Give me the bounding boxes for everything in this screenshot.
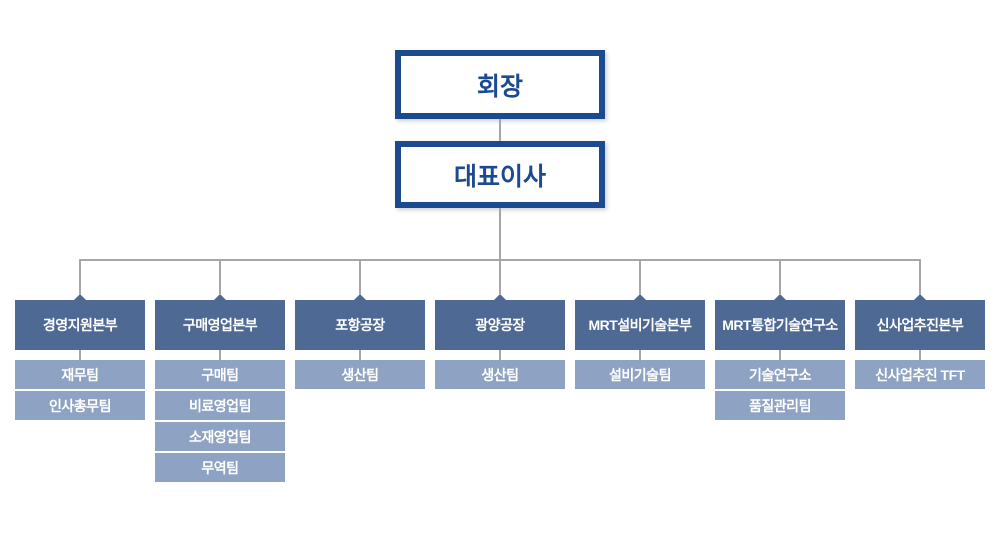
connector-line <box>359 350 361 360</box>
department-label: 구매영업본부 <box>182 317 258 333</box>
team-label: 기술연구소 <box>749 366 811 383</box>
team-label: 인사총무팀 <box>49 397 111 414</box>
team-node[interactable]: 인사총무팀 <box>15 391 145 420</box>
connector-line <box>219 260 221 294</box>
department-node[interactable]: 구매영업본부 <box>155 294 285 350</box>
team-label: 품질관리팀 <box>749 397 811 414</box>
department-notch-icon <box>74 294 86 300</box>
team-node[interactable]: 비료영업팀 <box>155 391 285 420</box>
team-node[interactable]: 생산팀 <box>435 360 565 389</box>
department-label: 광양공장 <box>475 317 525 333</box>
team-label: 신사업추진 TFT <box>875 366 965 383</box>
connector-line <box>79 260 81 294</box>
team-node[interactable]: 생산팀 <box>295 360 425 389</box>
department-label: 신사업추진본부 <box>876 317 964 333</box>
connector-line <box>79 350 81 360</box>
department-notch-icon <box>494 294 506 300</box>
department-notch-icon <box>214 294 226 300</box>
chairman-label: 회장 <box>476 72 523 101</box>
connector-line <box>779 350 781 360</box>
department-label: 경영지원본부 <box>42 317 118 333</box>
ceo-node[interactable]: 대표이사 <box>395 141 605 208</box>
department-node[interactable]: 경영지원본부 <box>15 294 145 350</box>
team-node[interactable]: 소재영업팀 <box>155 422 285 451</box>
team-label: 생산팀 <box>341 366 379 383</box>
department-notch-icon <box>914 294 926 300</box>
connector-line <box>219 350 221 360</box>
department-notch-icon <box>634 294 646 300</box>
connector-line <box>919 350 921 360</box>
connector-line <box>779 260 781 294</box>
team-label: 설비기술팀 <box>609 366 671 383</box>
connector-line <box>639 350 641 360</box>
connector-line <box>919 260 921 294</box>
connector-line <box>359 260 361 294</box>
team-label: 무역팀 <box>201 459 239 476</box>
connector-line <box>639 260 641 294</box>
department-node[interactable]: 포항공장 <box>295 294 425 350</box>
team-node[interactable]: 재무팀 <box>15 360 145 389</box>
connector-line <box>499 119 501 141</box>
chairman-node[interactable]: 회장 <box>395 50 605 119</box>
department-node[interactable]: MRT설비기술본부 <box>575 294 705 350</box>
department-node[interactable]: 신사업추진본부 <box>855 294 985 350</box>
department-notch-icon <box>354 294 366 300</box>
department-node[interactable]: MRT통합기술연구소 <box>715 294 845 350</box>
team-node[interactable]: 품질관리팀 <box>715 391 845 420</box>
team-node[interactable]: 구매팀 <box>155 360 285 389</box>
team-node[interactable]: 설비기술팀 <box>575 360 705 389</box>
department-label: MRT통합기술연구소 <box>722 317 838 333</box>
team-label: 비료영업팀 <box>189 397 251 414</box>
team-node[interactable]: 기술연구소 <box>715 360 845 389</box>
department-label: MRT설비기술본부 <box>588 317 692 333</box>
department-notch-icon <box>774 294 786 300</box>
team-node[interactable]: 무역팀 <box>155 453 285 482</box>
team-label: 재무팀 <box>61 366 99 383</box>
team-label: 생산팀 <box>481 366 519 383</box>
department-node[interactable]: 광양공장 <box>435 294 565 350</box>
connector-line <box>499 208 501 260</box>
team-node[interactable]: 신사업추진 TFT <box>855 360 985 389</box>
department-label: 포항공장 <box>335 317 385 333</box>
team-label: 소재영업팀 <box>189 428 251 445</box>
ceo-label: 대표이사 <box>453 162 546 191</box>
connector-line <box>499 260 501 294</box>
team-label: 구매팀 <box>201 366 239 383</box>
connector-line <box>499 350 501 360</box>
